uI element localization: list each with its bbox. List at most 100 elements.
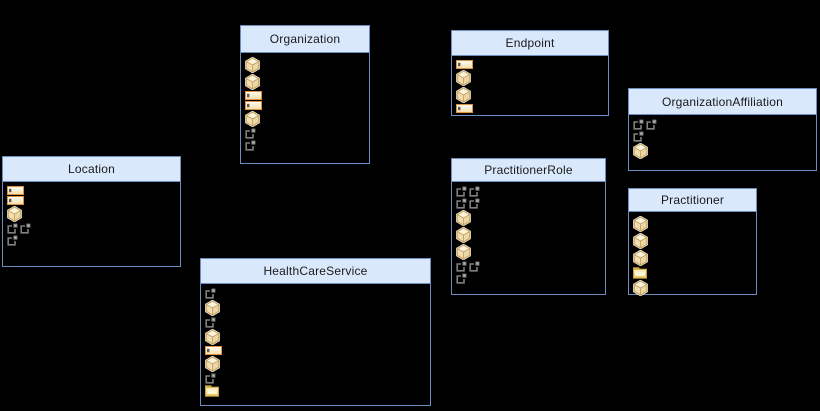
attribute-row [205,385,430,397]
attribute-row [205,373,430,384]
node-header[interactable]: Practitioner [629,189,756,212]
node-title: Practitioner [660,193,725,207]
node-header[interactable]: HealthCareService [201,259,430,284]
reference-icon [456,198,467,209]
attribute-row [633,233,756,249]
node-title: OrganizationAffiliation [661,94,784,109]
field-icon [245,101,262,110]
node-title: PractitionerRole [484,163,573,177]
attribute-row [205,329,430,345]
reference-icon [245,128,256,139]
attribute-row [456,87,608,103]
node-location[interactable]: Location [2,156,181,267]
node-body [452,56,608,113]
hexagon-icon [245,57,260,73]
reference-icon [469,261,480,272]
hexagon-icon [245,74,260,90]
node-practitionerrole[interactable]: PractitionerRole [451,158,606,295]
field-icon [7,196,24,205]
attribute-row [456,104,608,113]
reference-icon [205,317,216,328]
hexagon-icon [456,70,471,86]
hexagon-icon [205,356,220,372]
attribute-row [456,273,605,284]
hexagon-icon [456,210,471,226]
node-organizationaffiliation[interactable]: OrganizationAffiliation [628,88,817,171]
attribute-row [7,186,180,195]
attribute-row [456,210,605,226]
attribute-row [456,186,605,197]
node-body [3,182,180,246]
attribute-row [633,119,816,130]
attribute-row [7,223,180,234]
node-body [629,212,756,296]
node-header[interactable]: OrganizationAffiliation [629,89,816,115]
node-endpoint[interactable]: Endpoint [451,30,609,116]
reference-icon [633,131,644,142]
attribute-row [633,131,816,142]
folder-icon [205,385,219,397]
reference-icon [633,119,644,130]
node-body [452,182,605,284]
attribute-row [205,317,430,328]
node-organization[interactable]: Organization [240,25,370,164]
node-body [241,53,369,151]
field-icon [456,60,473,69]
node-practitioner[interactable]: Practitioner [628,188,757,296]
attribute-row [633,280,756,296]
node-title: Organization [269,32,341,46]
node-body [201,284,430,397]
attribute-row [205,346,430,355]
folder-icon [633,267,647,279]
reference-icon [205,288,216,299]
attribute-row [245,128,369,139]
attribute-row [205,288,430,299]
hexagon-icon [456,244,471,260]
attribute-row [245,57,369,73]
reference-icon [7,223,18,234]
node-healthcareservice[interactable]: HealthCareService [200,258,431,406]
hexagon-icon [633,280,648,296]
node-title: HealthCareService [263,264,368,278]
node-title: Location [68,162,115,176]
reference-icon [245,140,256,151]
node-header[interactable]: PractitionerRole [452,159,605,182]
attribute-row [456,60,608,69]
attribute-row [7,235,180,246]
reference-icon [469,198,480,209]
attribute-row [633,250,756,266]
attribute-row [456,70,608,86]
hexagon-icon [7,206,22,222]
hexagon-icon [633,143,648,159]
attribute-row [7,196,180,205]
reference-icon [205,373,216,384]
reference-icon [20,223,31,234]
reference-icon [456,273,467,284]
attribute-row [245,140,369,151]
attribute-row [245,74,369,90]
hexagon-icon [633,250,648,266]
attribute-row [456,227,605,243]
reference-icon [469,186,480,197]
hexagon-icon [205,329,220,345]
hexagon-icon [456,227,471,243]
node-header[interactable]: Organization [241,26,369,53]
attribute-row [245,91,369,100]
hexagon-icon [245,111,260,127]
attribute-row [205,300,430,316]
attribute-row [456,198,605,209]
hexagon-icon [633,233,648,249]
node-header[interactable]: Location [3,157,180,182]
attribute-row [7,206,180,222]
field-icon [7,186,24,195]
attribute-row [245,111,369,127]
reference-icon [7,235,18,246]
node-header[interactable]: Endpoint [452,31,608,56]
attribute-row [633,216,756,232]
node-body [629,115,816,159]
hexagon-icon [633,216,648,232]
attribute-row [633,143,816,159]
field-icon [205,346,222,355]
attribute-row [245,101,369,110]
